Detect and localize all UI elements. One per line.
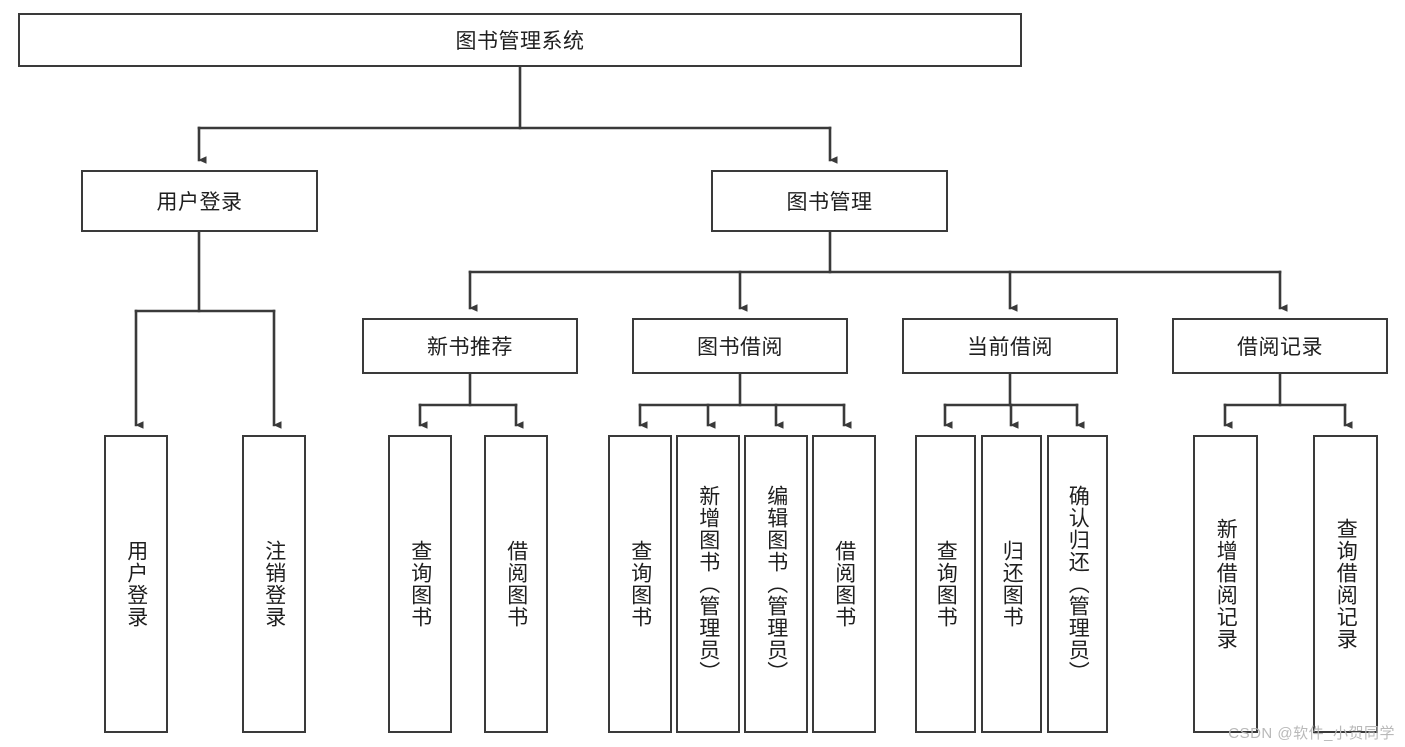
node-leaf-return-book[interactable]: 归还图书 — [981, 435, 1042, 733]
node-leaf-add-book-label: 新增图书（管理员） — [696, 485, 720, 683]
node-leaf-user-login[interactable]: 用户登录 — [104, 435, 168, 733]
node-leaf-borrow-book-recommend[interactable]: 借阅图书 — [484, 435, 548, 733]
node-borrow-record-label: 借阅记录 — [1237, 336, 1323, 359]
node-leaf-logout[interactable]: 注销登录 — [242, 435, 306, 733]
node-leaf-edit-book[interactable]: 编辑图书（管理员） — [744, 435, 808, 733]
node-leaf-logout-label: 注销登录 — [262, 540, 286, 628]
node-book-borrow[interactable]: 图书借阅 — [632, 318, 848, 374]
node-user-login-label: 用户登录 — [156, 191, 243, 214]
node-leaf-query-borrow-record[interactable]: 查询借阅记录 — [1313, 435, 1378, 733]
node-leaf-query-book-borrow[interactable]: 查询图书 — [608, 435, 672, 733]
node-borrow-record[interactable]: 借阅记录 — [1172, 318, 1388, 374]
node-book-borrow-label: 图书借阅 — [697, 336, 783, 359]
node-current-borrow[interactable]: 当前借阅 — [902, 318, 1118, 374]
node-book-management-label: 图书管理 — [786, 191, 873, 214]
node-leaf-query-book-recommend-label: 查询图书 — [408, 540, 432, 628]
node-leaf-return-book-label: 归还图书 — [1000, 540, 1024, 628]
node-root[interactable]: 图书管理系统 — [18, 13, 1022, 67]
node-leaf-query-book-current-label: 查询图书 — [934, 540, 958, 628]
node-leaf-add-borrow-record-label: 新增借阅记录 — [1214, 518, 1238, 650]
node-leaf-query-book-borrow-label: 查询图书 — [628, 540, 652, 628]
node-leaf-query-book-current[interactable]: 查询图书 — [915, 435, 976, 733]
node-leaf-confirm-return-label: 确认归还（管理员） — [1066, 485, 1090, 683]
node-leaf-query-book-recommend[interactable]: 查询图书 — [388, 435, 452, 733]
node-leaf-query-borrow-record-label: 查询借阅记录 — [1334, 518, 1358, 650]
node-current-borrow-label: 当前借阅 — [967, 336, 1053, 359]
node-leaf-confirm-return[interactable]: 确认归还（管理员） — [1047, 435, 1108, 733]
node-new-book-recommend-label: 新书推荐 — [427, 336, 513, 359]
watermark-text: CSDN @软件_小贺同学 — [1228, 725, 1395, 742]
node-root-label: 图书管理系统 — [455, 30, 585, 53]
node-leaf-borrow-book[interactable]: 借阅图书 — [812, 435, 876, 733]
node-leaf-add-borrow-record[interactable]: 新增借阅记录 — [1193, 435, 1258, 733]
node-leaf-user-login-label: 用户登录 — [124, 540, 148, 628]
node-leaf-borrow-book-label: 借阅图书 — [832, 540, 856, 628]
node-leaf-borrow-book-recommend-label: 借阅图书 — [504, 540, 528, 628]
node-leaf-add-book[interactable]: 新增图书（管理员） — [676, 435, 740, 733]
node-leaf-edit-book-label: 编辑图书（管理员） — [764, 485, 788, 683]
node-user-login[interactable]: 用户登录 — [81, 170, 318, 232]
node-book-management[interactable]: 图书管理 — [711, 170, 948, 232]
node-new-book-recommend[interactable]: 新书推荐 — [362, 318, 578, 374]
